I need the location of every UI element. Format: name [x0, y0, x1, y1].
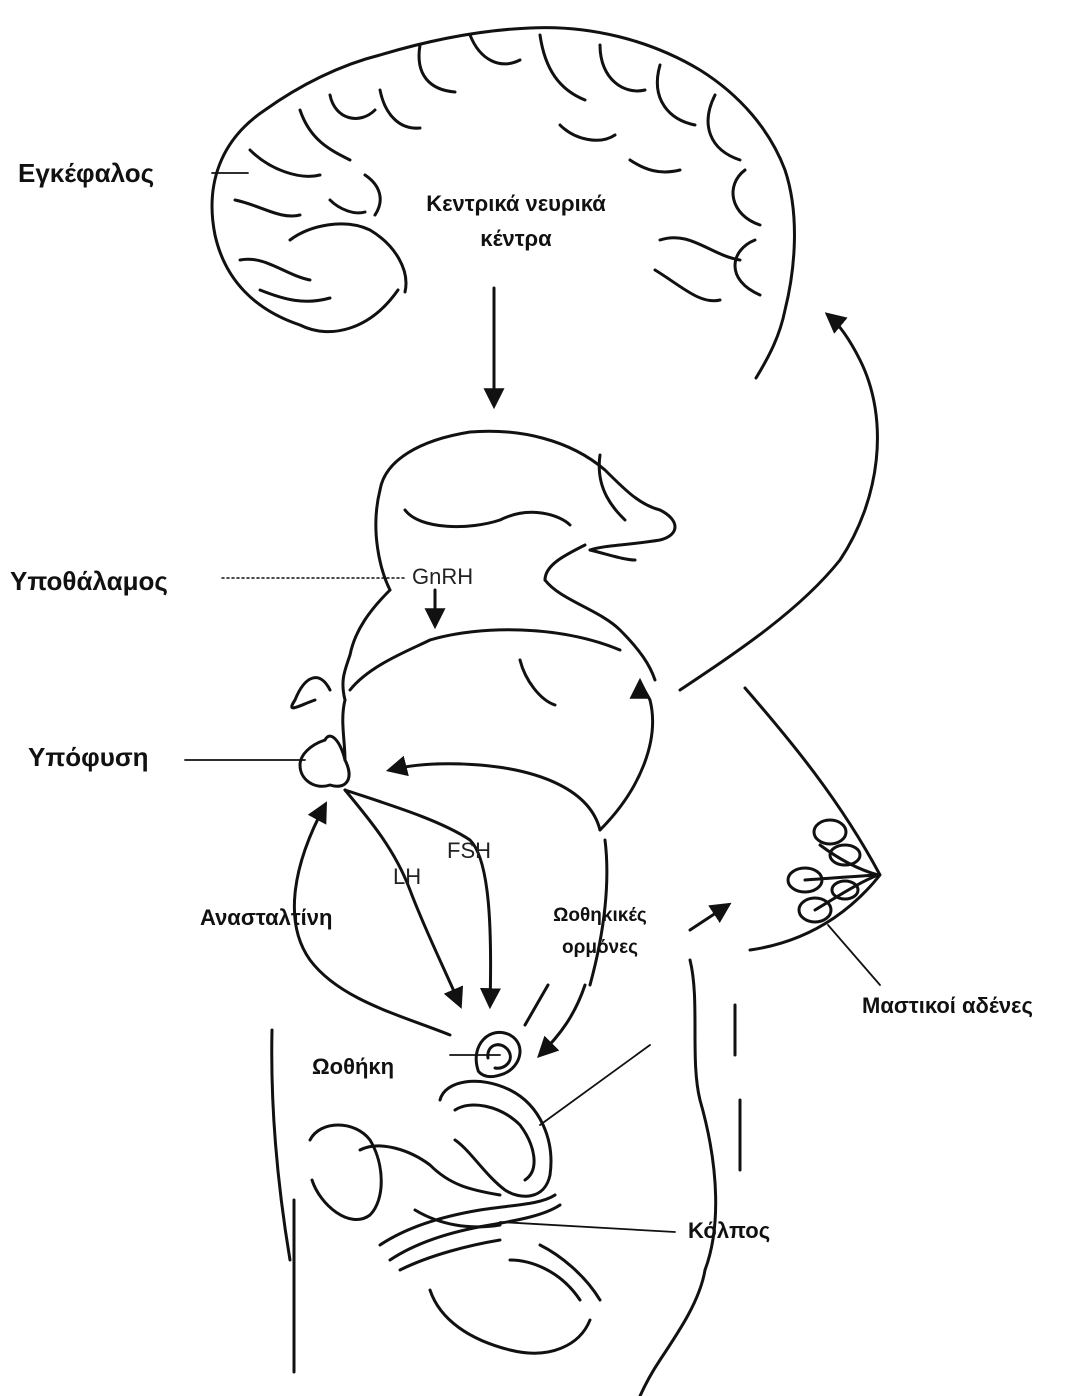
- vagina-leader: [500, 1222, 675, 1232]
- arrow-to-brain: [680, 315, 877, 690]
- ovary-label: Ωοθήκη: [312, 1056, 394, 1078]
- cns-label-line2: κέντρα: [388, 228, 644, 250]
- pituitary-label: Υπόφυση: [28, 744, 149, 770]
- cns-label-line1: Κεντρικά νευρικά: [388, 193, 644, 215]
- body-outline: [272, 960, 740, 1396]
- vagina-label: Κόλπος: [688, 1220, 770, 1242]
- pituitary-outline: [300, 736, 349, 786]
- ovarian-hormones-label-line2: ορμόνες: [520, 938, 680, 957]
- mammary-label: Μαστικοί αδένες: [862, 995, 1033, 1017]
- brain-label: Εγκέφαλος: [18, 160, 154, 186]
- ovarian-hormones-label-line1: Ωοθηκικές: [520, 906, 680, 925]
- mammary-leader: [828, 925, 880, 985]
- inhibin-label: Ανασταλτίνη: [200, 907, 332, 929]
- arrow-ovarian-to-hypothalamus: [600, 682, 653, 830]
- hypothalamus-label: Υποθάλαμος: [10, 568, 168, 594]
- fsh-label: FSH: [447, 840, 491, 862]
- ovarian-hormone-dash-1: [525, 985, 548, 1025]
- arrow-lh: [345, 790, 460, 1005]
- uterus-leader: [540, 1045, 650, 1125]
- lh-label: LH: [393, 866, 421, 888]
- gnrh-label: GnRH: [412, 566, 473, 588]
- arrow-ovarian-to-pituitary: [390, 764, 600, 830]
- breast-outline: [745, 688, 880, 950]
- hypothalamus-outline: [292, 431, 675, 760]
- arrow-fsh: [345, 790, 491, 1005]
- arrow-ovarian-hormones-uterus: [540, 985, 585, 1055]
- arrow-to-mammary: [690, 905, 728, 930]
